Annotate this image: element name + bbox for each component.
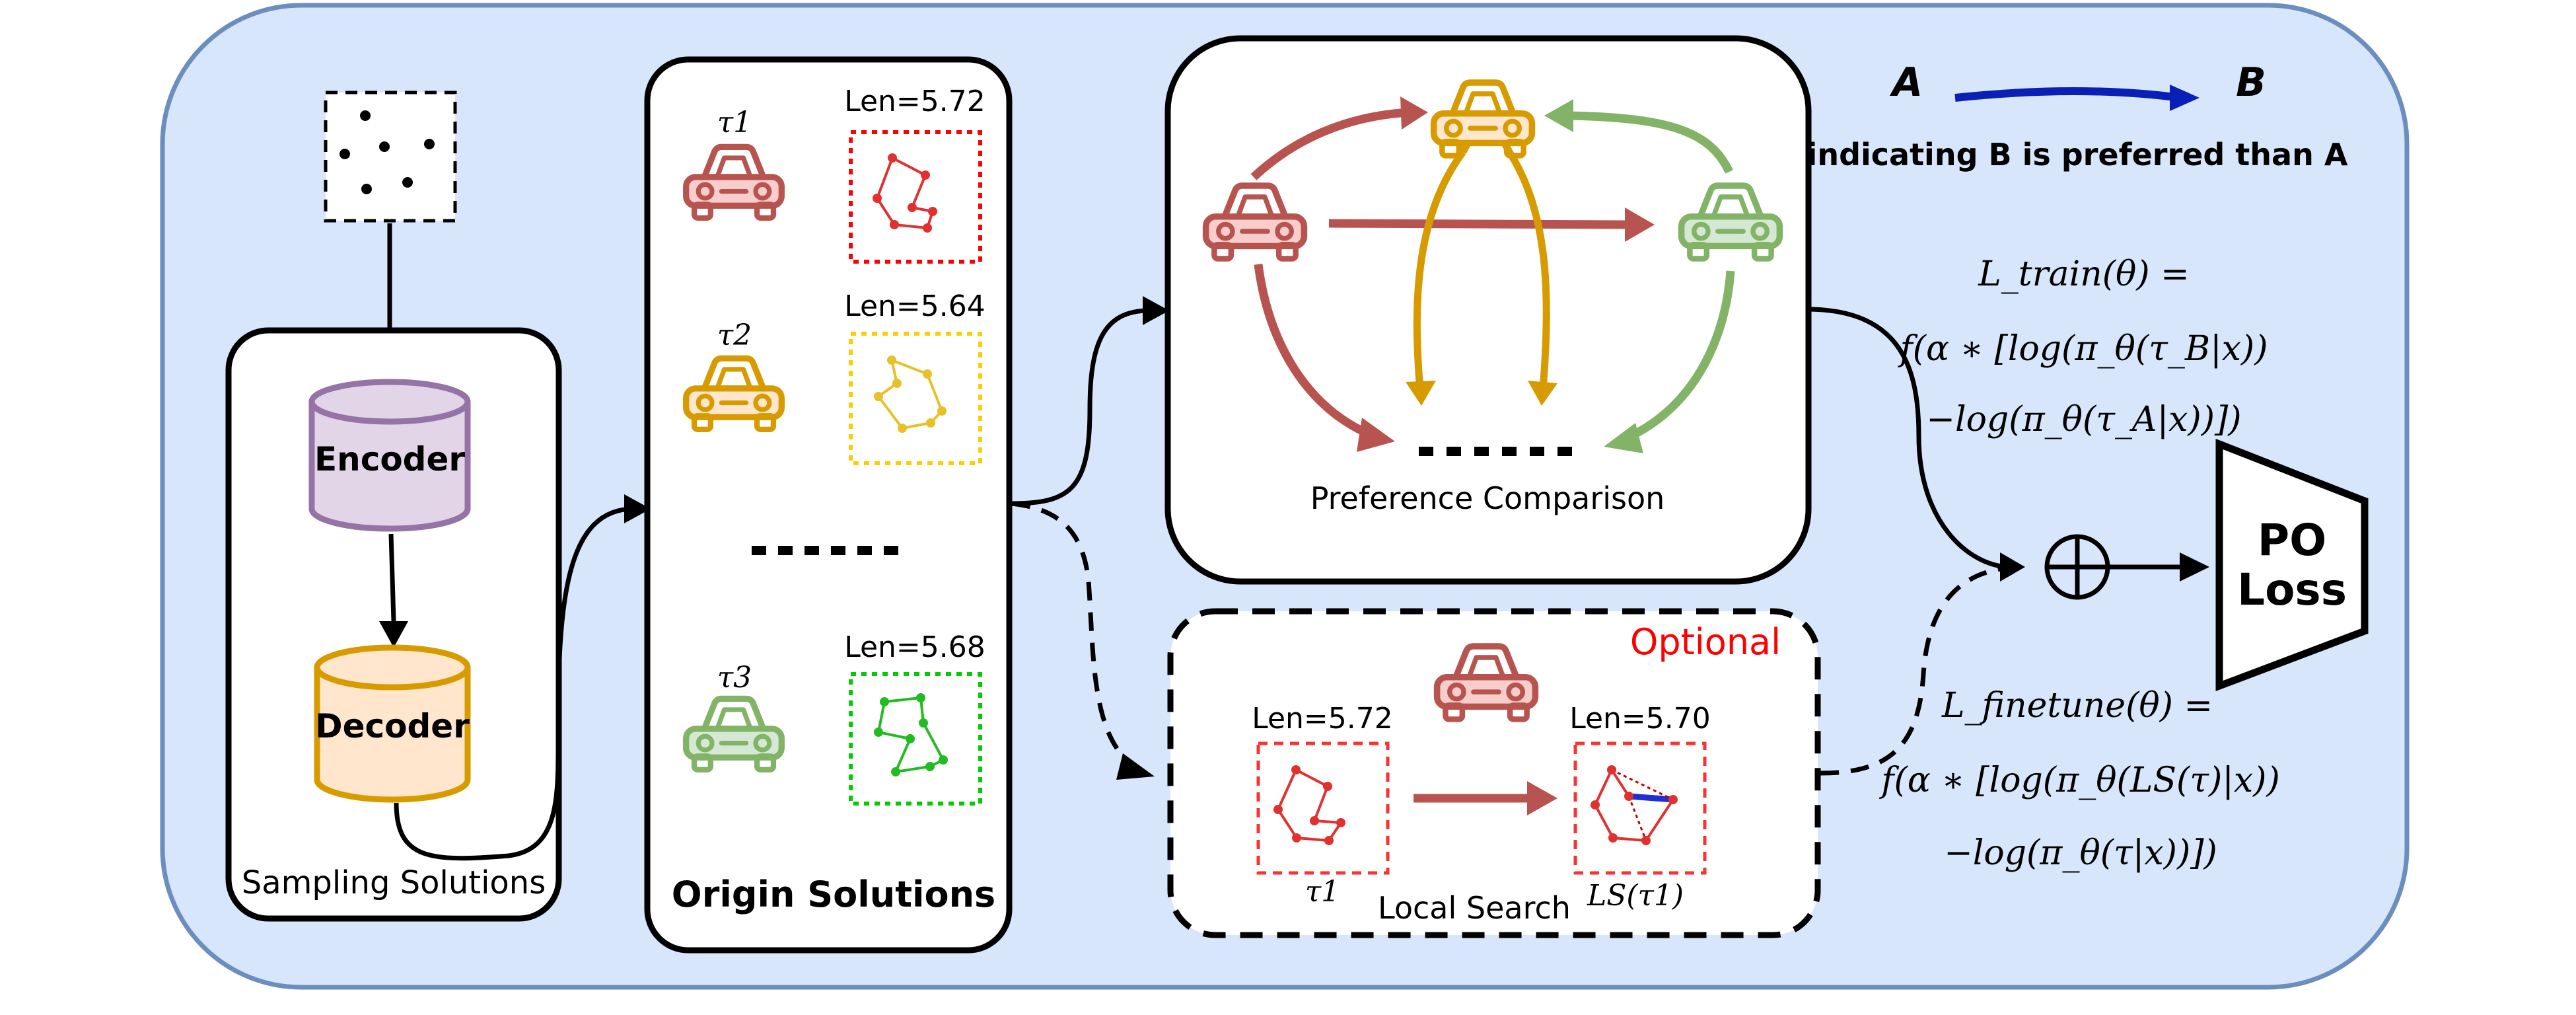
pref-arrow-green-to-dots — [1623, 270, 1735, 443]
preference-box — [1164, 35, 1812, 585]
arrowhead — [2170, 85, 2200, 111]
po-loss-line1: PO — [2258, 515, 2326, 566]
tour-nodes — [873, 153, 937, 233]
finetune-formula-line1: L_finetune(θ) = — [1941, 686, 2213, 726]
ellipsis-icon — [752, 546, 898, 555]
ellipsis-icon — [1419, 447, 1572, 456]
pref-arrow-red-to-yellow — [1250, 108, 1411, 180]
decoder-to-origin-arrow — [394, 506, 635, 861]
tour-nodes — [874, 356, 947, 433]
tour-icon — [1276, 769, 1343, 843]
legend-a: A — [1890, 59, 1923, 106]
arrowhead — [1116, 753, 1155, 780]
pref-arrow-red-to-green — [1328, 219, 1632, 229]
tour-nodes — [1273, 765, 1345, 845]
removed-edge — [1628, 796, 1647, 841]
tour-box — [849, 332, 982, 465]
encoder-to-decoder-arrow — [388, 533, 396, 622]
local-search-label: Local Search — [1378, 890, 1571, 926]
removed-edge — [1611, 769, 1674, 801]
preference-to-sum-arrow — [1809, 307, 2009, 570]
encoder-cylinder-icon — [308, 379, 471, 532]
ls-label: LS(τ1) — [1587, 879, 1684, 913]
improved-edge — [1628, 793, 1674, 803]
preference-label: Preference Comparison — [1310, 480, 1665, 516]
arrowhead — [1625, 207, 1655, 242]
finetune-formula-line3: −log(π_θ(τ|x))]) — [1944, 833, 2217, 873]
encoder-label: Encoder — [314, 440, 465, 478]
decoder-cylinder-icon — [314, 644, 471, 803]
arrowhead — [1143, 296, 1169, 325]
tour-icon — [875, 157, 935, 230]
tau-label: τ2 — [717, 319, 752, 352]
arrowhead — [1604, 423, 1643, 453]
arrowhead — [1400, 96, 1428, 130]
pref-arrow-yellow-to-dots-left — [1413, 149, 1466, 391]
arrowhead — [1527, 781, 1557, 815]
finetune-formula-line2: f(α ∗ [log(π_θ(LS(τ)|x)) — [1878, 761, 2280, 800]
length-label: Len=5.70 — [1569, 702, 1711, 735]
arrowhead — [1544, 99, 1573, 132]
arrowhead — [624, 494, 651, 523]
origin-to-preference-arrow — [1011, 308, 1150, 506]
arrowhead — [1357, 418, 1395, 452]
optional-label: Optional — [1630, 621, 1781, 663]
tau-label: τ1 — [1305, 875, 1340, 909]
localsearch-to-sum-arrow — [1820, 564, 2022, 776]
length-label: Len=5.72 — [1252, 702, 1393, 735]
length-label: Len=5.72 — [844, 85, 985, 118]
train-formula-line2: f(α ∗ [log(π_θ(τ_B|x)) — [1897, 329, 2268, 369]
legend-caption: indicating B is preferred than A — [1807, 137, 2348, 172]
pref-arrow-yellow-to-dots-right — [1506, 150, 1550, 391]
tour-box — [849, 672, 982, 806]
tau-label: τ1 — [717, 106, 752, 139]
pref-arrow-red-to-dots — [1254, 264, 1376, 441]
tour-nodes — [1591, 765, 1678, 845]
tour-nodes — [874, 693, 948, 776]
po-loss-block — [2215, 438, 2369, 691]
train-formula-line1: L_train(θ) = — [1978, 254, 2189, 294]
arrowhead — [2180, 552, 2209, 582]
origin-to-localsearch-arrow — [1011, 501, 1137, 769]
legend-b: B — [2236, 59, 2266, 106]
train-formula-line3: −log(π_θ(τ_A|x))]) — [1926, 400, 2241, 439]
sampling-label: Sampling Solutions — [242, 864, 546, 901]
arrowhead — [1528, 381, 1557, 406]
pref-arrow-green-to-yellow — [1568, 111, 1733, 174]
origin-label: Origin Solutions — [672, 874, 995, 915]
point-set-icon — [324, 91, 457, 223]
length-label: Len=5.68 — [844, 630, 985, 664]
arrowhead — [379, 621, 408, 648]
po-loss-line2: Loss — [2237, 564, 2347, 615]
xor-sum-icon — [2044, 534, 2110, 600]
tau-label: τ3 — [717, 661, 752, 695]
length-label: Len=5.64 — [844, 289, 985, 323]
arrowhead — [1406, 381, 1436, 406]
decoder-label: Decoder — [315, 707, 470, 745]
legend-arrow — [1954, 87, 2180, 102]
